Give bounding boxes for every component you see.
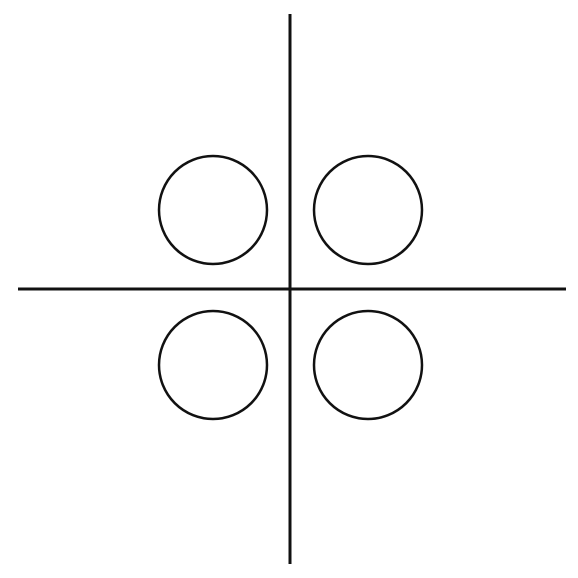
circle-bottom-right [312, 309, 424, 421]
circle-top-left [157, 154, 269, 266]
circle-top-right [312, 154, 424, 266]
circle-bottom-left [157, 309, 269, 421]
